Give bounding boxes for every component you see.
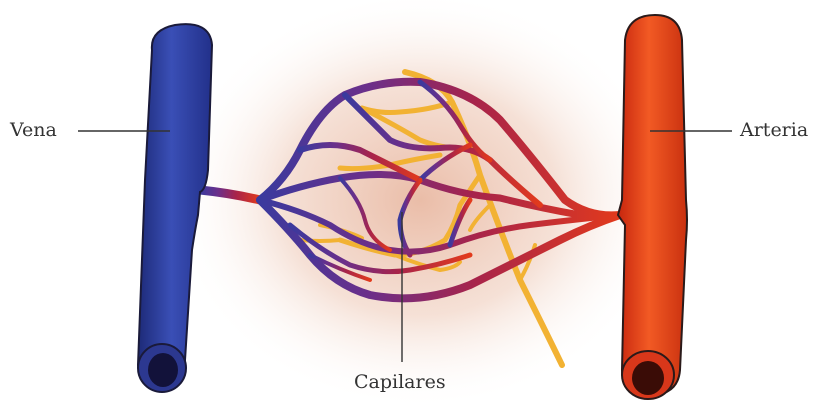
artery — [618, 15, 687, 399]
tissue-glow — [170, 0, 670, 410]
capillaries-label: Capilares — [354, 373, 446, 392]
artery-label: Arteria — [740, 121, 808, 140]
vein-label: Vena — [10, 121, 57, 140]
